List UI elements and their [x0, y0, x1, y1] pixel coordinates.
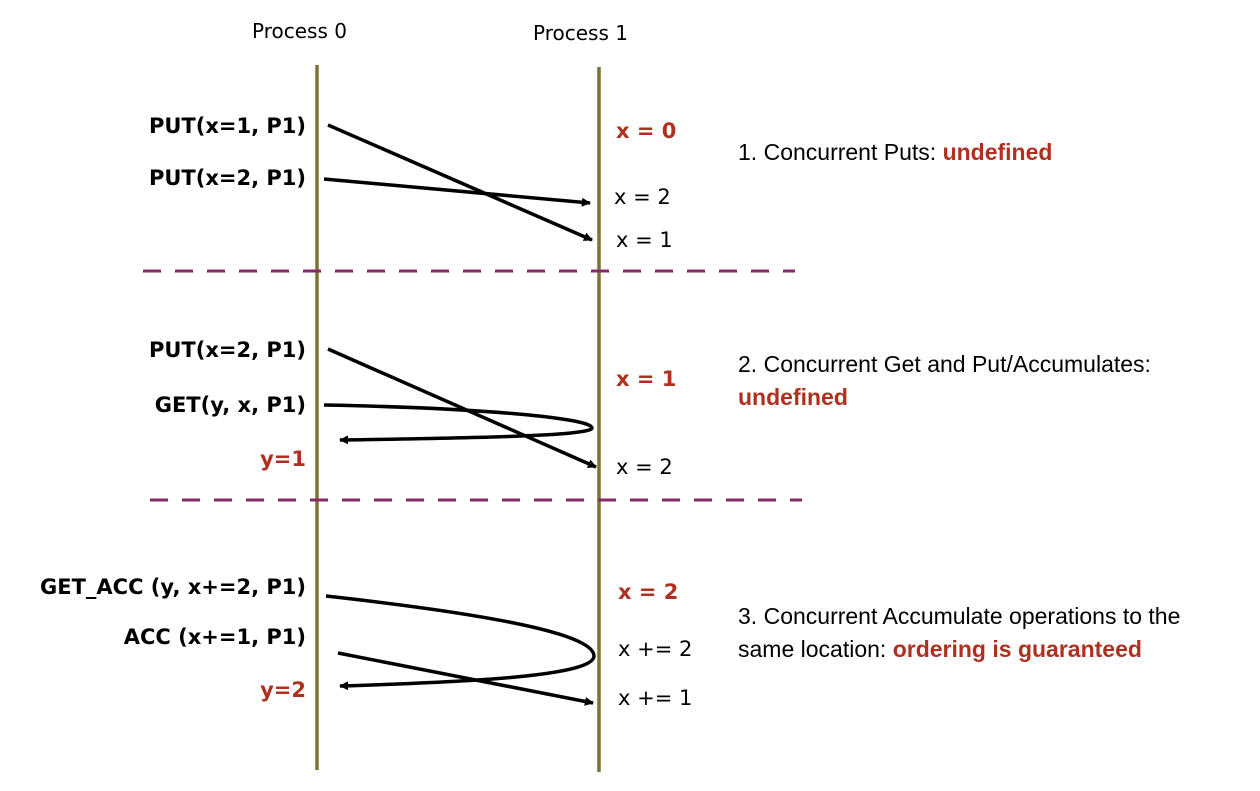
op-get-acc: GET_ACC (y, x+=2, P1) [40, 575, 306, 599]
op-acc: ACC (x+=1, P1) [123, 625, 306, 649]
op-get: GET(y, x, P1) [154, 393, 306, 417]
put-x1-arrow [327, 123, 593, 242]
note-1-text: Concurrent Puts: [763, 139, 937, 165]
put-x2-arrow-section2 [327, 347, 597, 469]
op-put-x2: PUT(x=2, P1) [148, 166, 306, 190]
note-2-number: 2. [738, 351, 758, 377]
process-0-label: Process 0 [252, 19, 347, 43]
op-put-x1: PUT(x=1, P1) [148, 114, 306, 138]
process-1-label: Process 1 [533, 21, 628, 45]
note-3-text-line1: Concurrent Accumulate operations to the [763, 603, 1181, 629]
note-3-highlight: ordering is guaranteed [892, 636, 1142, 662]
event-x1: x = 1 [616, 228, 673, 252]
initial-value-2: x = 1 [616, 367, 677, 391]
note-1: 1. Concurrent Puts: undefined [738, 139, 1052, 166]
event-x2: x = 2 [614, 185, 671, 209]
note-1-highlight: undefined [942, 139, 1053, 165]
note-3-number: 3. [738, 603, 758, 629]
initial-value-3: x = 2 [618, 580, 679, 604]
result-y2: y=2 [260, 678, 306, 702]
initial-value-1: x = 0 [616, 119, 677, 143]
put-x2-arrow [323, 177, 591, 207]
note-3-text-line2: same location: [738, 636, 887, 662]
event-x2-section2: x = 2 [616, 455, 673, 479]
note-2-highlight: undefined [738, 384, 848, 410]
note-2: 2. Concurrent Get and Put/Accumulates: [738, 351, 1151, 378]
result-y1: y=1 [260, 447, 306, 471]
get-roundtrip-arrow [323, 403, 594, 445]
op-put-x2-section2: PUT(x=2, P1) [148, 338, 306, 362]
note-3-line1: 3. Concurrent Accumulate operations to t… [738, 603, 1180, 630]
note-1-number: 1. [738, 139, 758, 165]
get-acc-roundtrip-arrow [325, 594, 596, 691]
note-3-line2: same location: ordering is guaranteed [738, 636, 1142, 663]
event-acc-x1: x += 1 [618, 686, 693, 710]
note-2-text: Concurrent Get and Put/Accumulates: [763, 351, 1151, 377]
acc-arrow [337, 651, 594, 706]
event-acc-x2: x += 2 [618, 637, 693, 661]
